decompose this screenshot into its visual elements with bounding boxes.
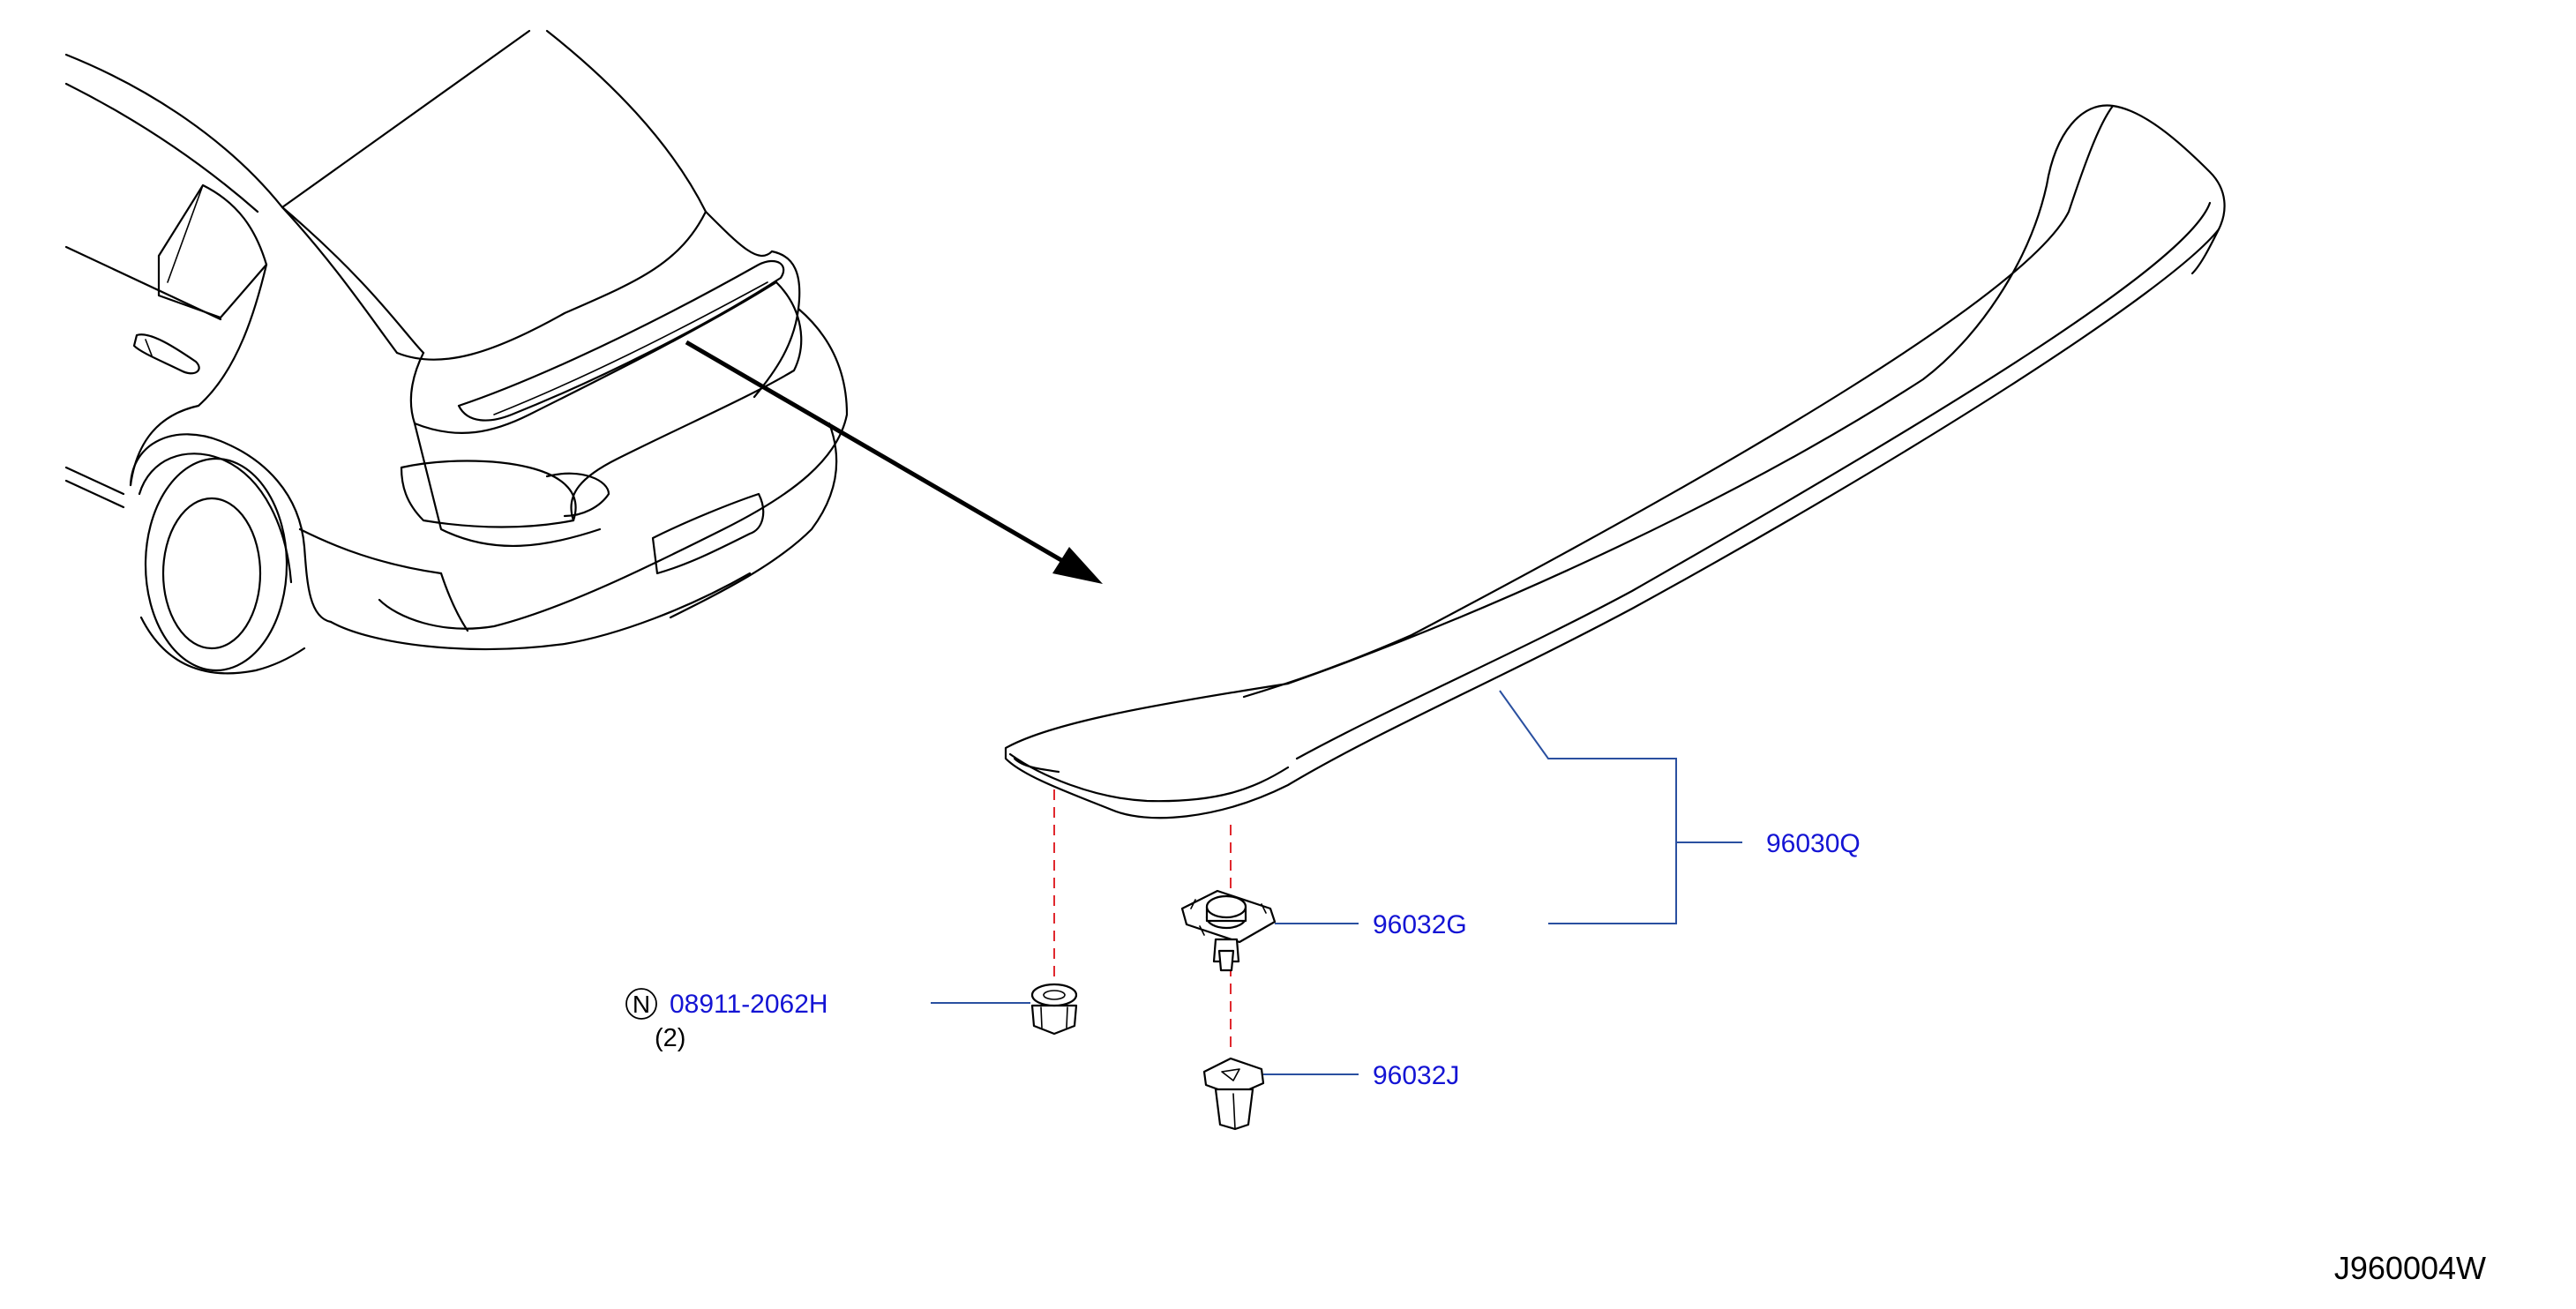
rear-spoiler-illustration — [1004, 104, 2226, 819]
part-number-96032g: 96032G — [1373, 910, 1467, 939]
clip-g-illustration — [1180, 889, 1277, 972]
nut-illustration — [1030, 983, 1078, 1036]
part-number-08911-2062h: 08911-2062H — [670, 990, 828, 1019]
vehicle-rear-illustration — [64, 29, 849, 675]
leader-lines — [931, 690, 1742, 1075]
direction-arrow — [685, 340, 1103, 584]
part-number-96032j: 96032J — [1373, 1061, 1459, 1090]
part-number-96030q: 96030Q — [1766, 829, 1861, 858]
clip-j-illustration — [1202, 1057, 1265, 1131]
n-badge-icon — [625, 988, 657, 1020]
leader-96030q — [1499, 690, 1677, 924]
n-badge-letter: N — [633, 991, 650, 1018]
diagram-code: J960004W — [2334, 1250, 2486, 1286]
nut-callout: N 08911-2062H (2) — [625, 988, 828, 1052]
nut-quantity: (2) — [655, 1024, 685, 1052]
